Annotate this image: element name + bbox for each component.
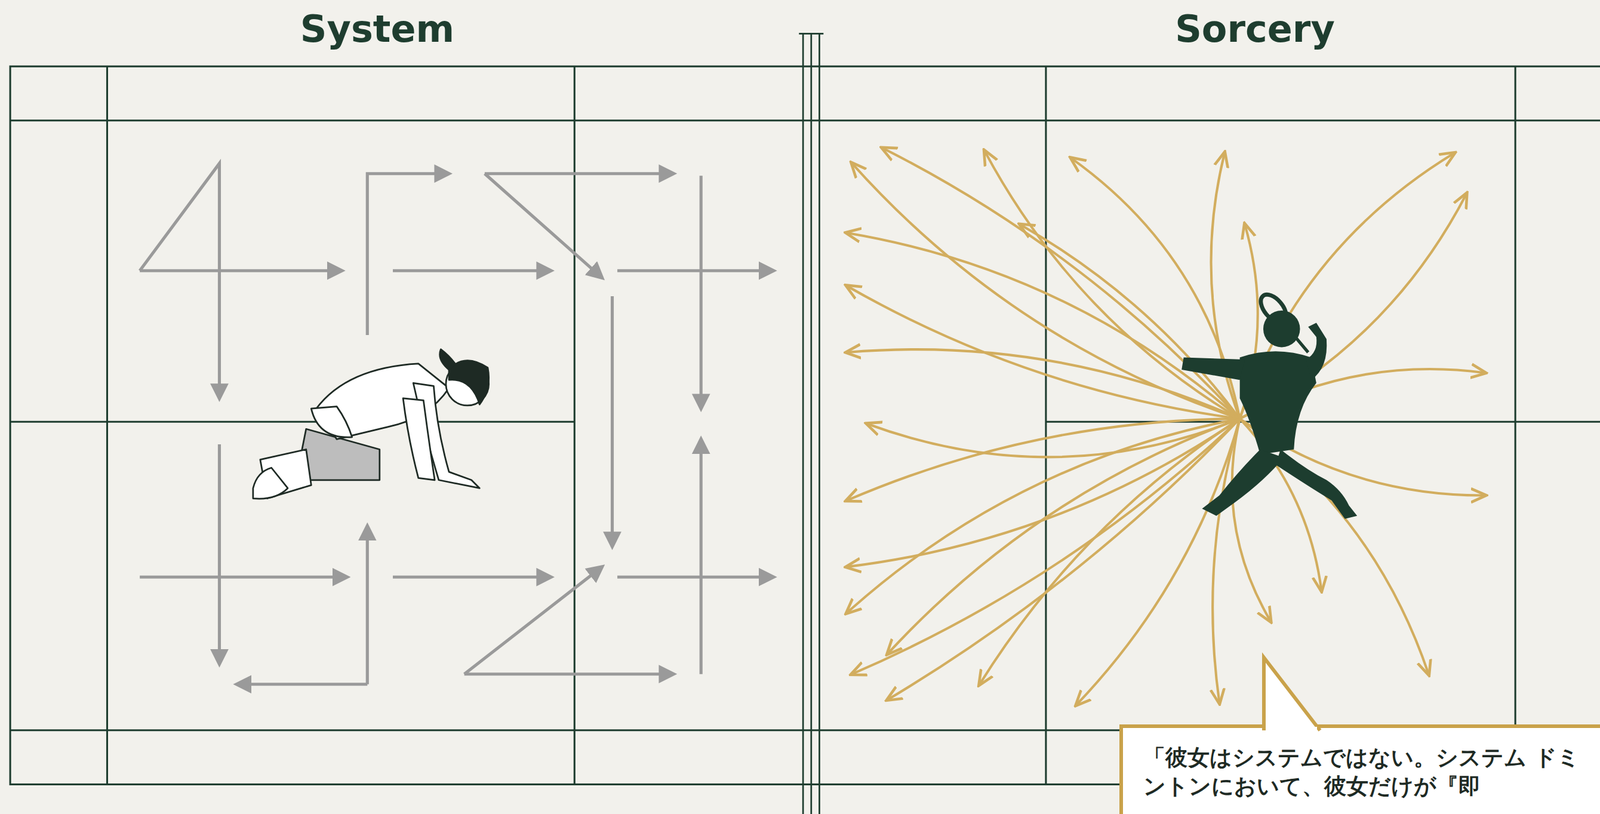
flow-arrow [847, 349, 1240, 419]
flow-arrow [887, 418, 1240, 654]
court-heading: Sorcery [1174, 7, 1335, 51]
flow-arrow [887, 418, 1240, 700]
flow-arrow [882, 148, 1240, 419]
callout-text: 「彼女はシステムではない。システム ドミントンにおいて、彼女だけが『即 [1122, 727, 1600, 807]
flow-arrow [847, 232, 1240, 419]
flow-arrow [1071, 158, 1240, 419]
flow-arrow [851, 418, 1240, 675]
silhouette-player [1181, 290, 1358, 519]
net [798, 33, 824, 814]
flow-arrow [1020, 224, 1240, 419]
system-arrows [139, 163, 774, 685]
flow-arrow [1076, 418, 1240, 705]
flow-arrow [847, 285, 1240, 419]
flow-arrow [979, 418, 1240, 685]
speech-callout: 「彼女はシステムではない。システム ドミントンにおいて、彼女だけが『即 [1119, 724, 1600, 814]
court-heading: System [300, 7, 455, 51]
court-lines [10, 66, 1600, 784]
callout-tail [1260, 653, 1326, 732]
flow-arrow [984, 151, 1240, 419]
sorcery-arrows [847, 148, 1485, 705]
flow-arrow [847, 418, 1240, 567]
flow-arrow [1212, 418, 1240, 703]
flow-arrow [847, 418, 1240, 613]
kneeling-player [253, 349, 489, 499]
